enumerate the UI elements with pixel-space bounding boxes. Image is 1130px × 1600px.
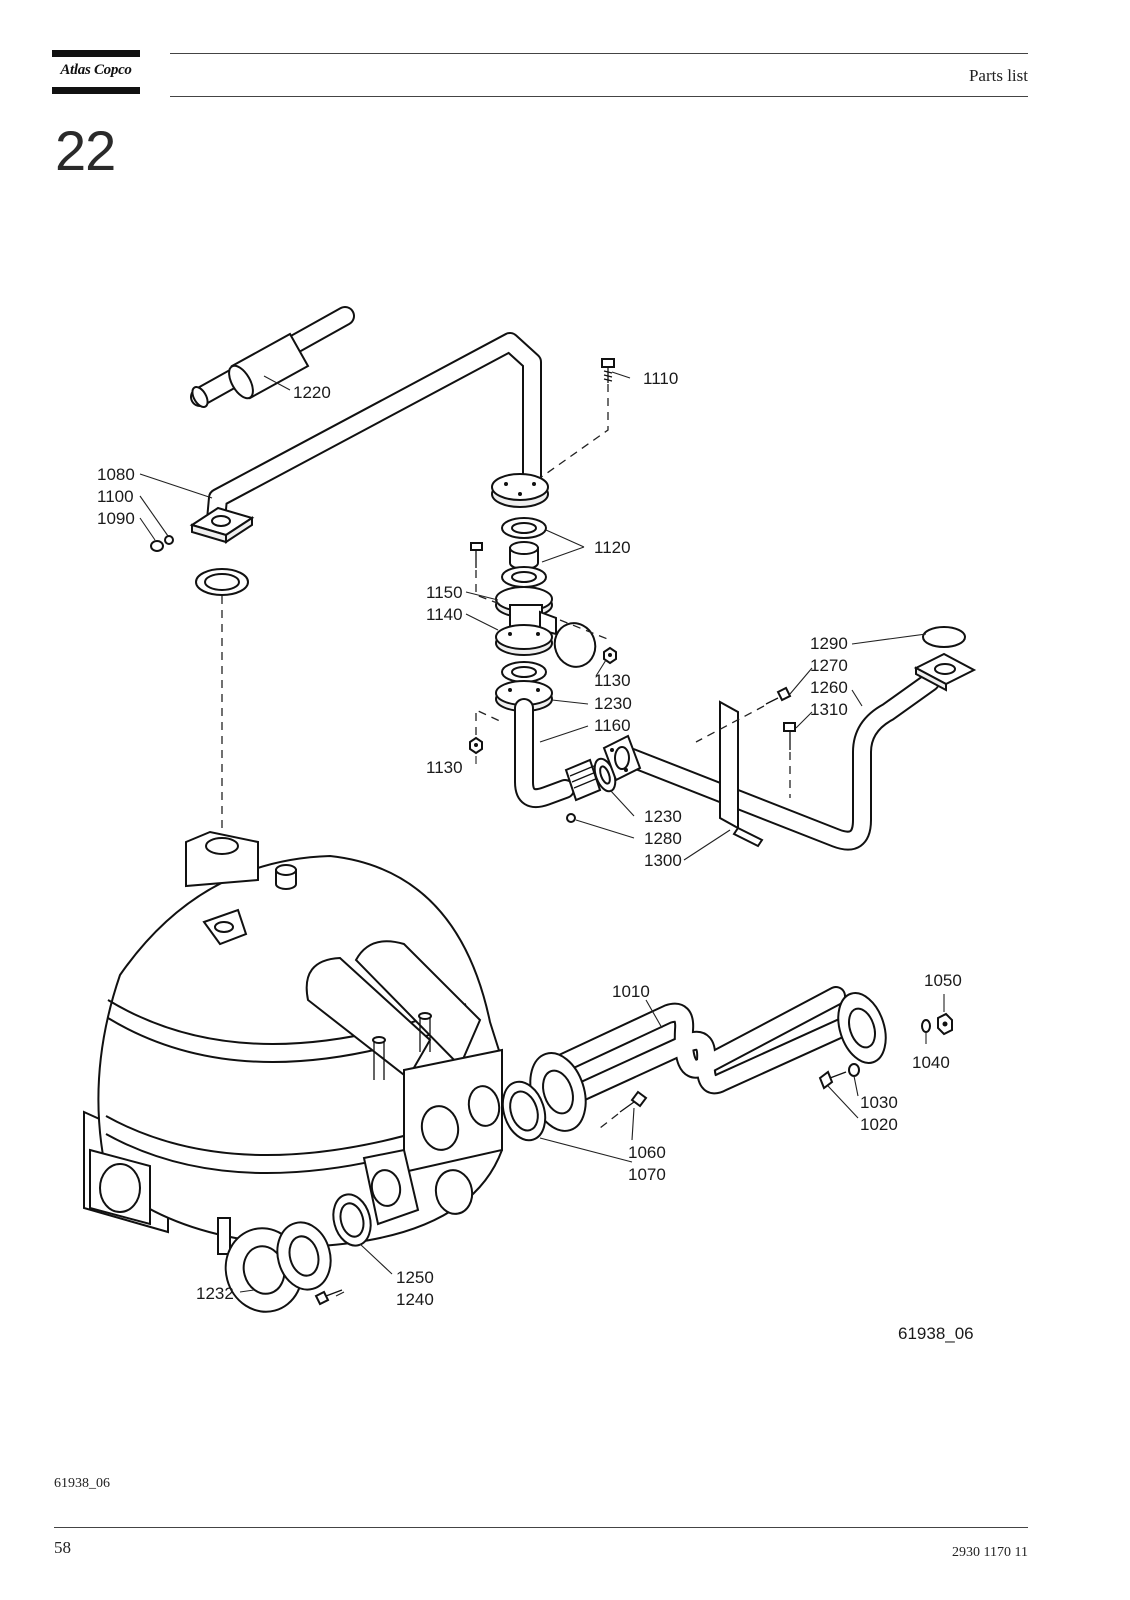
- bolt-1020: [818, 1070, 847, 1090]
- page-header-title: Parts list: [968, 66, 1028, 85]
- callout-1230-upper: 1230: [594, 694, 632, 713]
- callout-1050: 1050: [924, 971, 962, 990]
- coupling-1120: [509, 541, 539, 570]
- bolt-1280: [566, 813, 576, 823]
- callout-1250: 1250: [396, 1268, 434, 1287]
- bolt-1150: [470, 542, 483, 568]
- pipe-1080: [206, 332, 542, 530]
- drawing-reference: 61938_06: [898, 1324, 974, 1343]
- bolt-1270: [765, 686, 792, 705]
- callout-1240: 1240: [396, 1290, 434, 1309]
- bolt-1060: [619, 1090, 648, 1113]
- gasket-1070: [501, 1080, 547, 1142]
- callout-1140: 1140: [426, 605, 463, 624]
- callout-1130-left: 1130: [426, 758, 463, 777]
- dash-1130-right: [559, 619, 611, 641]
- atlas-copco-logo: Atlas Copco: [52, 50, 140, 94]
- separator-tank: [83, 830, 503, 1255]
- nut-1050: [937, 1012, 953, 1036]
- callout-1090: 1090: [97, 509, 135, 528]
- callout-1220: 1220: [293, 383, 331, 402]
- callout-1310: 1310: [810, 700, 848, 719]
- header-rule-top: [170, 53, 1028, 54]
- hose-1220: [190, 306, 355, 408]
- footer-drawing-id: 61938_06: [54, 1476, 110, 1491]
- flange-1232-second: [276, 1221, 332, 1291]
- pipe-1010: [538, 986, 860, 1106]
- nut-1130-right: [603, 646, 617, 665]
- washer-1030: [848, 1063, 860, 1077]
- leader-lines: [139, 371, 945, 1297]
- gasket-1250: [332, 1193, 372, 1247]
- dash-1110: [539, 384, 609, 479]
- callout-1070: 1070: [628, 1165, 666, 1184]
- callout-1280: 1280: [644, 829, 682, 848]
- bolt-1310: [783, 722, 796, 750]
- pipe-1160: [514, 698, 575, 809]
- callout-1270: 1270: [810, 656, 848, 675]
- gasket-1290: [922, 626, 966, 648]
- section-number: 22: [55, 119, 116, 182]
- dash-1060: [599, 1113, 619, 1129]
- callout-1020: 1020: [860, 1115, 898, 1134]
- callout-1110: 1110: [643, 369, 678, 388]
- callout-1150: 1150: [426, 583, 463, 602]
- callout-1260: 1260: [810, 678, 848, 697]
- gasket-1080: [195, 568, 249, 596]
- bolt-1240: [314, 1289, 343, 1306]
- gasket-1230-upper: [501, 661, 547, 683]
- callout-1300: 1300: [644, 851, 682, 870]
- flange-1260-left: [602, 734, 642, 782]
- plug-1090: [150, 535, 174, 552]
- callout-1010: 1010: [612, 982, 650, 1001]
- callout-labels: 1220 1110 1080 1100 1090 1120 1150 1140 …: [97, 369, 974, 1343]
- gasket-1120-bottom: [501, 566, 547, 588]
- pipe-1260: [622, 672, 940, 851]
- callout-1080: 1080: [97, 465, 135, 484]
- callout-1100: 1100: [97, 487, 134, 506]
- dash-1150: [475, 570, 501, 605]
- callout-1120: 1120: [594, 538, 631, 557]
- callout-1232: 1232: [196, 1284, 234, 1303]
- callout-1040: 1040: [912, 1053, 950, 1072]
- logo-wordmark: Atlas Copco: [60, 62, 132, 78]
- flange-1260-right: [913, 652, 977, 692]
- callout-1290: 1290: [810, 634, 848, 653]
- document-number: 2930 1170 11: [952, 1545, 1028, 1560]
- page-number: 58: [54, 1538, 71, 1557]
- nut-1130-left: [469, 736, 483, 755]
- callout-1160: 1160: [594, 716, 631, 735]
- flange-1010-right: [837, 992, 887, 1064]
- bracket-1300: [719, 700, 764, 848]
- footer-rule: [54, 1527, 1028, 1528]
- logo-bar-bottom: [52, 87, 140, 94]
- callout-1060: 1060: [628, 1143, 666, 1162]
- flange-1080: [189, 506, 255, 544]
- valve-1140: [495, 586, 597, 668]
- header-rule-bottom: [170, 96, 1028, 97]
- gasket-1120-top: [501, 517, 547, 539]
- flange-1110: [491, 473, 549, 508]
- callout-1230-lower: 1230: [644, 807, 682, 826]
- washer-1040: [921, 1019, 931, 1033]
- callout-1030: 1030: [860, 1093, 898, 1112]
- logo-bar-top: [52, 50, 140, 57]
- flex-joint-1230: [564, 757, 617, 802]
- callout-1130-right: 1130: [594, 671, 631, 690]
- bolt-1110: [601, 358, 615, 383]
- dash-1130-left: [475, 708, 503, 735]
